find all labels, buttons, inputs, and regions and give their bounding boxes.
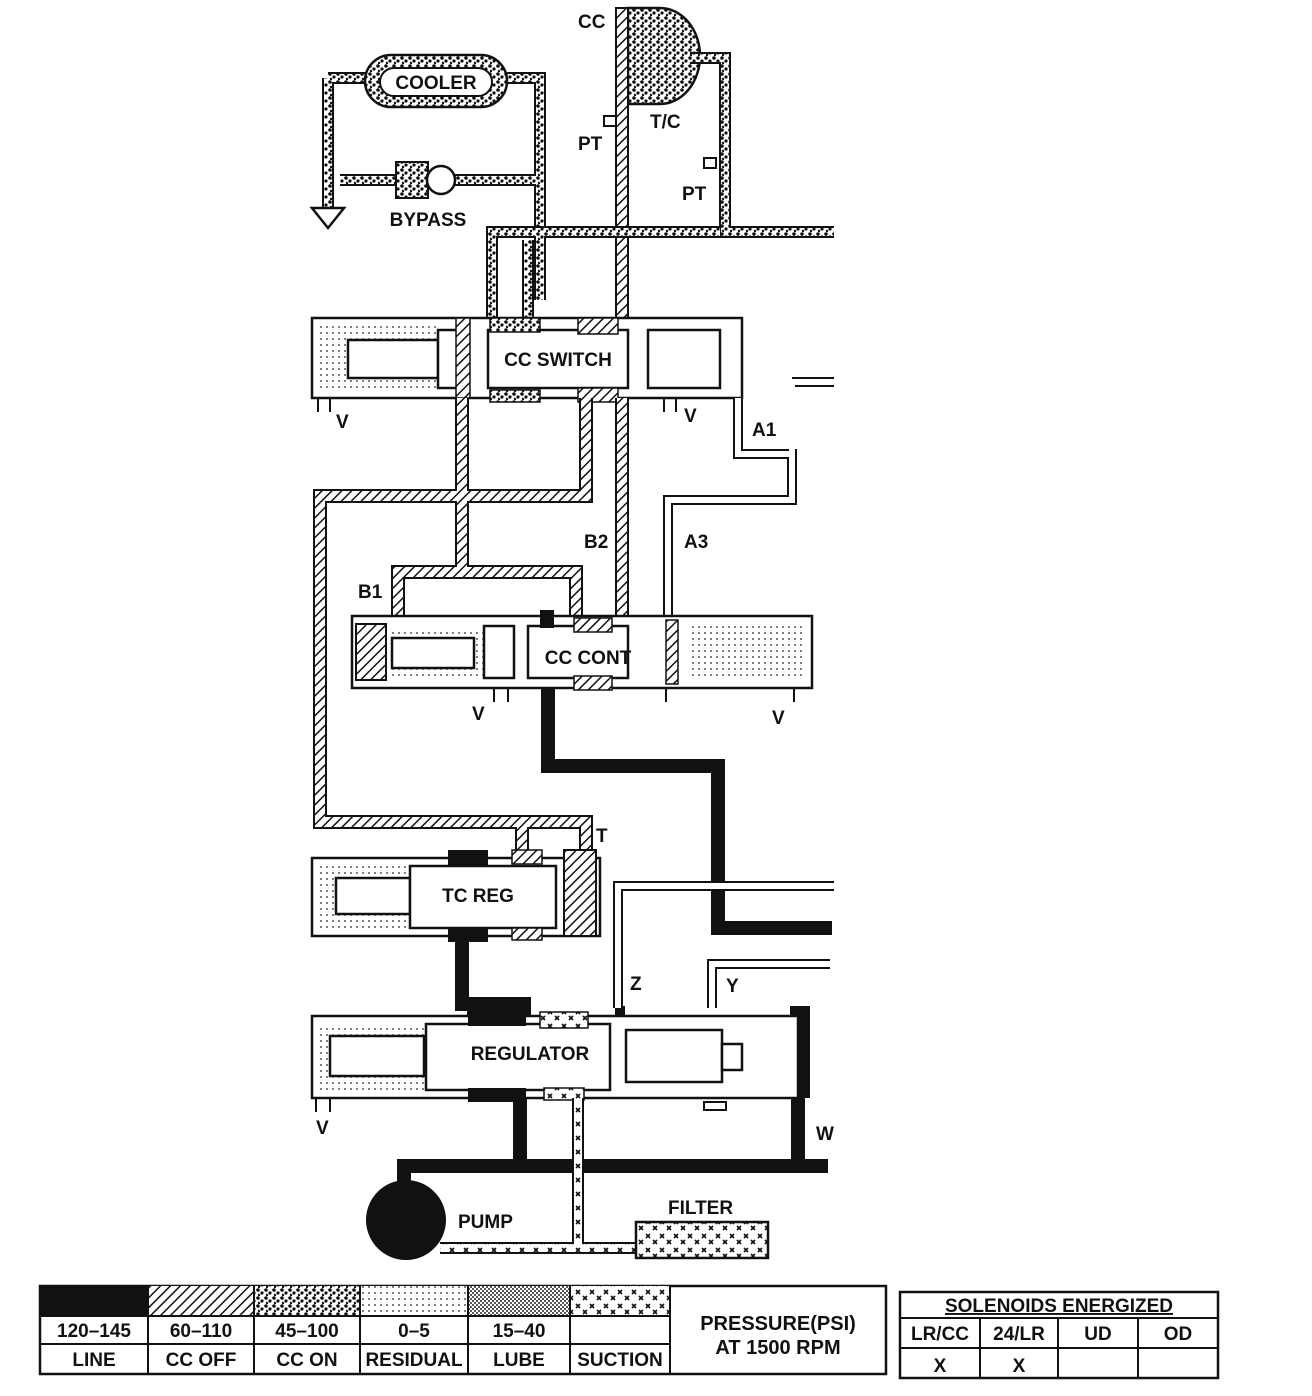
tc-release-line bbox=[690, 52, 834, 238]
cooler-label: COOLER bbox=[395, 73, 477, 94]
legend-swatch-cc-off bbox=[148, 1286, 254, 1316]
filter-icon bbox=[634, 1220, 770, 1260]
cc-switch-spool-left bbox=[346, 338, 440, 380]
cc-cont-plug bbox=[355, 623, 387, 681]
solenoids-title: SOLENOIDS ENERGIZED bbox=[945, 1296, 1173, 1317]
v-label-switch-left: V bbox=[336, 412, 349, 433]
legend-name-line: LINE bbox=[72, 1350, 115, 1371]
solenoid-header-od: OD bbox=[1164, 1324, 1193, 1345]
b1-label: B1 bbox=[358, 582, 383, 603]
tc-reg-plug bbox=[563, 849, 597, 937]
tc-reg-spool bbox=[408, 864, 558, 930]
bypass-ball bbox=[425, 164, 457, 196]
pump-filter: PUMP FILTER bbox=[366, 1098, 770, 1260]
regulator-spool bbox=[424, 1022, 612, 1092]
torque-converter-dome bbox=[626, 6, 702, 106]
pt-label-left: PT bbox=[578, 134, 603, 155]
pressure-title-line2: AT 1500 RPM bbox=[715, 1337, 840, 1359]
legend-range-cc-on: 45–100 bbox=[275, 1321, 338, 1342]
legend-name-residual: RESIDUAL bbox=[365, 1350, 463, 1371]
legend-range-cc-off: 60–110 bbox=[170, 1321, 232, 1342]
cc-switch-label: CC SWITCH bbox=[504, 350, 612, 371]
legend-range-lube: 15–40 bbox=[493, 1321, 546, 1342]
cc-cont-label: CC CONT bbox=[545, 648, 632, 669]
a1-label: A1 bbox=[752, 420, 777, 441]
solenoid-mark-24-lr: X bbox=[1013, 1356, 1026, 1377]
t-label: T bbox=[596, 826, 608, 847]
bypass-valve-body bbox=[395, 161, 429, 199]
legend-name-cc-on: CC ON bbox=[276, 1350, 337, 1371]
tc-label: T/C bbox=[650, 112, 681, 133]
w-label: W bbox=[816, 1124, 834, 1145]
v-label-regulator: V bbox=[316, 1118, 329, 1139]
regulator-label: REGULATOR bbox=[471, 1044, 590, 1065]
pressure-title-line1: PRESSURE(PSI) bbox=[700, 1313, 856, 1335]
a3-label: A3 bbox=[684, 532, 708, 553]
legend-swatch-suction bbox=[570, 1286, 670, 1316]
cooler-circuit: COOLER BYPASS bbox=[309, 53, 546, 231]
z-y-lines bbox=[613, 881, 834, 1020]
z-label: Z bbox=[630, 974, 642, 995]
v-label-cont-left: V bbox=[472, 704, 485, 725]
solenoid-header-ud: UD bbox=[1084, 1324, 1111, 1345]
cc-port-label: CC bbox=[578, 12, 606, 33]
filter-label: FILTER bbox=[668, 1198, 733, 1219]
solenoid-header-24-lr: 24/LR bbox=[993, 1324, 1045, 1345]
cooler-line-fill bbox=[324, 74, 544, 230]
legend-swatch-line bbox=[40, 1286, 148, 1316]
bypass-label: BYPASS bbox=[390, 210, 467, 231]
legend-swatch-residual bbox=[360, 1286, 468, 1316]
legend-swatch-cc-on bbox=[254, 1286, 360, 1316]
cc-switch-land-2 bbox=[486, 328, 630, 390]
solenoids-table: SOLENOIDS ENERGIZED LR/CC 24/LR UD OD X … bbox=[898, 1290, 1220, 1380]
legend-swatch-lube bbox=[468, 1286, 570, 1316]
torque-converter: CC PT T/C PT bbox=[578, 6, 834, 329]
solenoid-header-lr-cc: LR/CC bbox=[911, 1324, 969, 1345]
cooler-drain-arrow-icon bbox=[309, 206, 347, 231]
tc-reg-valve: TC REG bbox=[310, 849, 602, 942]
legend-name-lube: LUBE bbox=[493, 1350, 545, 1371]
tc-apply-passage bbox=[615, 7, 629, 329]
cc-switch-land-3 bbox=[646, 328, 722, 390]
legend-range-residual: 0–5 bbox=[398, 1321, 430, 1342]
v-label-switch-right: V bbox=[684, 406, 697, 427]
legend-range-line: 120–145 bbox=[57, 1321, 131, 1342]
y-label: Y bbox=[726, 976, 739, 997]
cc-switch-valve: CC SWITCH bbox=[310, 316, 744, 403]
v-label-cont-right: V bbox=[772, 708, 785, 729]
solenoid-mark-lr-cc: X bbox=[934, 1356, 947, 1377]
pressure-legend: 120–145 60–110 45–100 0–5 15–40 LINE CC … bbox=[38, 1284, 888, 1376]
pump-label: PUMP bbox=[458, 1212, 513, 1233]
pump-icon bbox=[366, 1180, 446, 1260]
pt-label-right: PT bbox=[682, 184, 707, 205]
legend-name-suction: SUCTION bbox=[577, 1350, 663, 1371]
b2-label: B2 bbox=[584, 532, 608, 553]
legend-name-cc-off: CC OFF bbox=[166, 1350, 237, 1371]
tc-reg-label: TC REG bbox=[442, 886, 514, 907]
cc-cont-valve: CC CONT bbox=[350, 610, 814, 691]
regulator-valve: REGULATOR bbox=[310, 1010, 800, 1102]
